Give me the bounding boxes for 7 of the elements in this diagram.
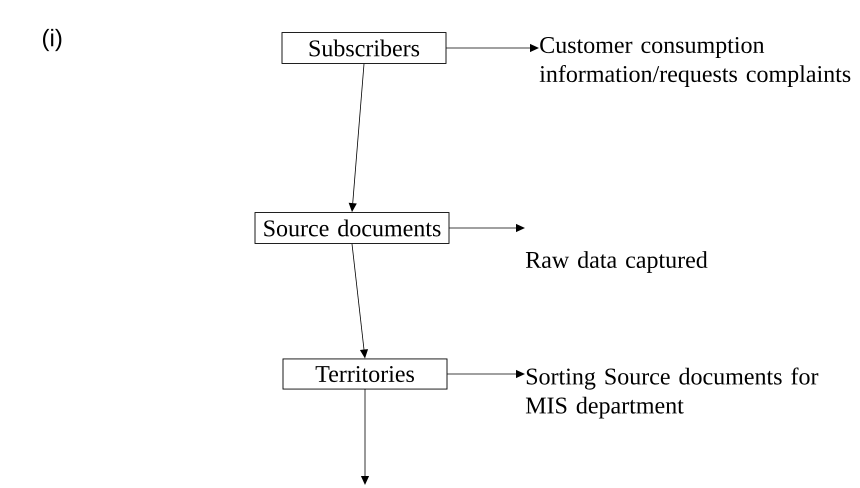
description-text: Raw data captured — [526, 251, 708, 273]
process-box: Subscribers — [282, 32, 446, 64]
process-box: Territories — [282, 358, 448, 390]
description-text: Sorting Source documents for MIS department — [526, 368, 818, 419]
process-box: Source documents — [254, 212, 450, 244]
description-text: Customer consumption information/requests complaints — [540, 37, 850, 87]
panel-label: (i) — [43, 28, 62, 52]
